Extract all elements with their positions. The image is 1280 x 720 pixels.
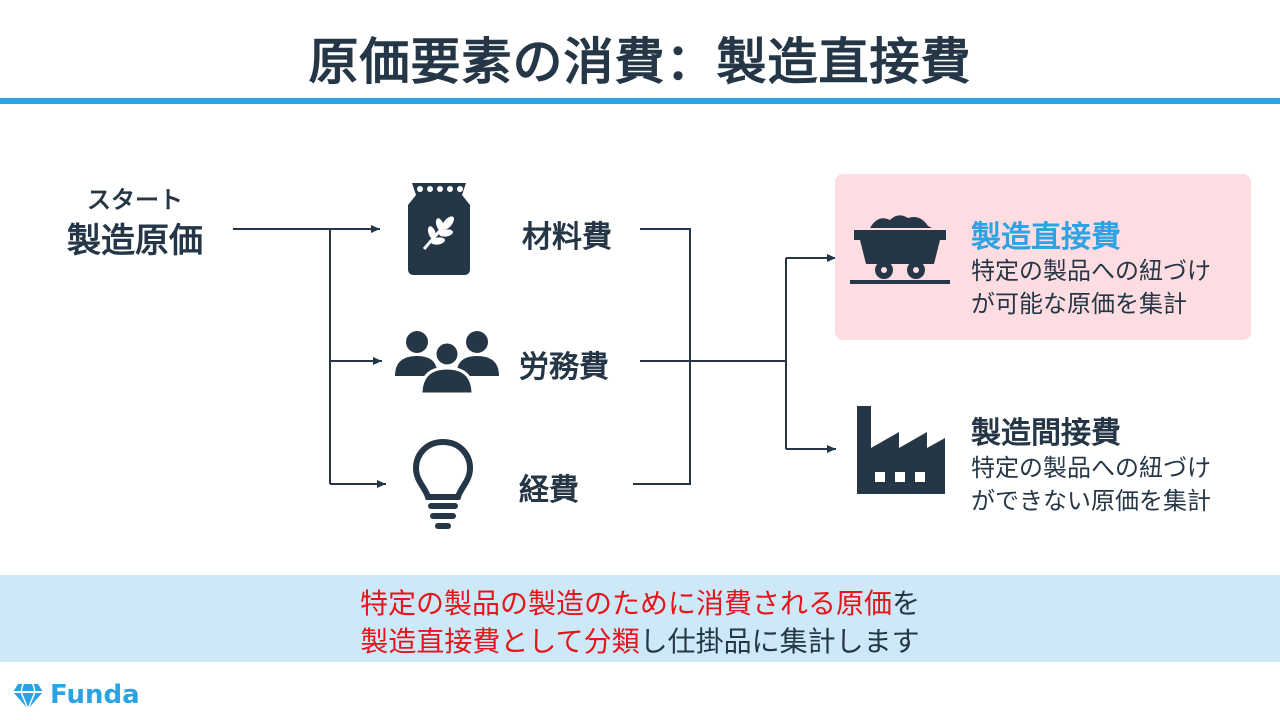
indirect-cost-desc-2: ができない原価を集計 (971, 487, 1211, 515)
indirect-cost-desc-1: 特定の製品への紐づけ (971, 454, 1211, 482)
direct-cost-desc-2: が可能な原価を集計 (971, 290, 1187, 318)
category-labor: 労務費 (519, 350, 609, 385)
logo-text: Funda (50, 680, 140, 710)
direct-cost-title: 製造直接費 (971, 220, 1121, 255)
summary-line-2-emphasis: 製造直接費として分類 (360, 625, 640, 658)
title-underline (0, 98, 1280, 104)
category-materials: 材料費 (522, 220, 612, 255)
grain-bag-icon (408, 183, 470, 275)
summary-band (0, 575, 1280, 662)
page-title: 原価要素の消費：製造直接費 (308, 33, 972, 91)
factory-icon (857, 406, 945, 494)
lightbulb-icon (412, 438, 474, 529)
merge-bracket (633, 228, 691, 485)
summary-line-2: 製造直接費として分類し仕掛品に集計します (0, 620, 1280, 660)
direct-cost-desc-1: 特定の製品への紐づけ (971, 257, 1211, 285)
summary-line-2-tail: し仕掛品に集計します (639, 625, 920, 658)
summary-line-1-tail: を (892, 587, 921, 620)
summary-line-1: 特定の製品の製造のために消費される原価を (0, 582, 1280, 622)
summary-line-1-emphasis: 特定の製品の製造のために消費される原価 (359, 587, 892, 620)
diamond-logo-icon (13, 683, 43, 710)
category-expenses: 経費 (519, 473, 579, 508)
start-node: 製造原価 (67, 221, 203, 261)
indirect-cost-title: 製造間接費 (971, 416, 1121, 451)
mine-cart-icon (850, 215, 950, 284)
start-label: スタート (87, 186, 183, 214)
people-group-icon (395, 331, 499, 394)
